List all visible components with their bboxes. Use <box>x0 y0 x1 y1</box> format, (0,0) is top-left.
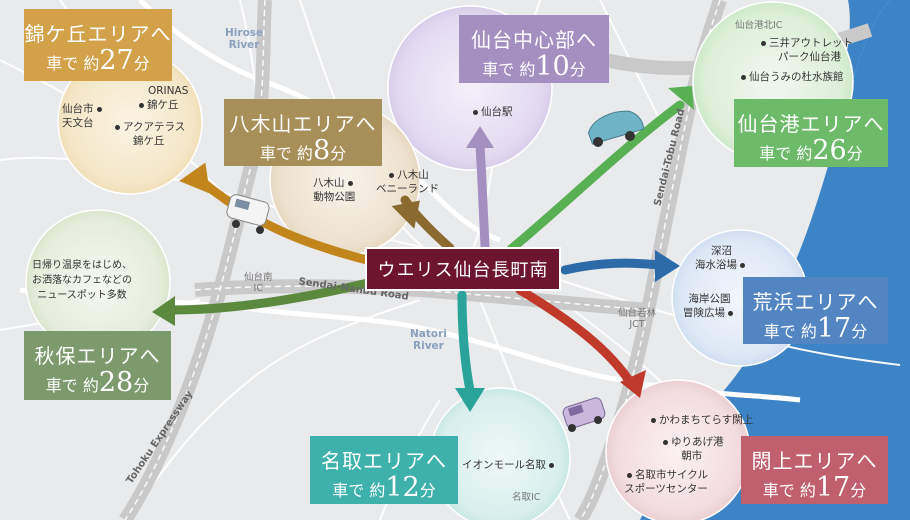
place-marker-icon <box>741 74 746 80</box>
car-icon-purple <box>562 397 606 432</box>
place-yagiyama-zoo: 八木山 動物公園 <box>313 177 356 203</box>
area-box-yagiyama: 八木山エリアへ 車で 約8分 <box>224 99 382 166</box>
place-cycle-sports-center: 名取市サイクル スポーツセンター <box>624 469 708 495</box>
arrow-to-arahama <box>560 258 665 275</box>
place-marker-icon <box>389 172 395 178</box>
area-box-akiu: 秋保エリアへ 車で 約28分 <box>24 331 171 400</box>
car-icon-white <box>226 194 270 234</box>
place-marker-icon <box>473 109 478 115</box>
natori-ic-label: 名取IC <box>512 492 541 503</box>
place-sendai-observatory: 仙台市 天文台 <box>62 102 105 130</box>
area-box-arahama: 荒浜エリアへ 車で 約17分 <box>743 277 888 344</box>
arrow-to-sendai-center <box>475 140 490 251</box>
place-yuriage-market: ゆりあげ港 朝市 <box>660 435 724 463</box>
place-marker-icon <box>549 462 554 468</box>
arrow-to-yuriage <box>515 285 637 390</box>
center-property-label: ウエリス仙台長町南 <box>365 247 561 291</box>
place-fukanuma-beach: 深沼 海水浴場 <box>695 244 748 272</box>
place-marker-icon <box>651 417 656 423</box>
area-box-sendai-center: 仙台中心部へ 車で 約10分 <box>459 15 609 83</box>
place-marker-icon <box>728 310 733 316</box>
place-marker-icon <box>139 102 144 108</box>
car-icon-teal <box>587 110 645 147</box>
place-kawamachi-terrace: かわまちてらす閖上 <box>648 413 753 427</box>
place-mitsui-outlet: 三井アウトレット パーク仙台港 <box>758 36 853 64</box>
place-orinas: ORINAS <box>148 85 189 97</box>
place-marker-icon <box>627 472 632 478</box>
place-marker-icon <box>740 262 745 268</box>
place-marker-icon <box>347 180 353 186</box>
place-marker-icon <box>663 439 668 445</box>
place-marker-icon <box>96 106 102 112</box>
place-sendai-station: 仙台駅 <box>470 105 513 119</box>
area-box-sendai-port: 仙台港エリアへ 車で 約26分 <box>734 99 888 167</box>
place-nishikigaoka: 錦ケ丘 <box>136 98 179 112</box>
arrow-to-akiu <box>165 275 385 315</box>
area-box-yuriage: 閖上エリアへ 車で 約17分 <box>741 436 888 504</box>
place-aeon-mall-natori: イオンモール名取 <box>462 458 557 472</box>
place-aquaterrace: アクアテラス 錦ケ丘 <box>112 120 185 148</box>
area-box-natori: 名取エリアへ 車で 約12分 <box>310 436 458 504</box>
akiu-description: 日帰り温泉をはじめ、 お洒落なカフェなどの ニュースポット多数 <box>32 260 132 301</box>
place-marker-icon <box>115 124 120 130</box>
place-coastal-park: 海岸公園 冒険広場 <box>683 292 736 320</box>
arrow-to-natori <box>457 290 475 395</box>
sendaiko-ic-label: 仙台港北IC <box>735 20 783 31</box>
place-benyland: 八木山 ベニーランド <box>376 169 439 195</box>
place-aquarium: 仙台うみの杜水族館 <box>738 70 844 84</box>
area-box-nishikigaoka: 錦ケ丘エリアへ 車で 約27分 <box>24 9 172 81</box>
place-marker-icon <box>761 40 766 46</box>
arrow-to-sendai-port <box>505 100 685 255</box>
